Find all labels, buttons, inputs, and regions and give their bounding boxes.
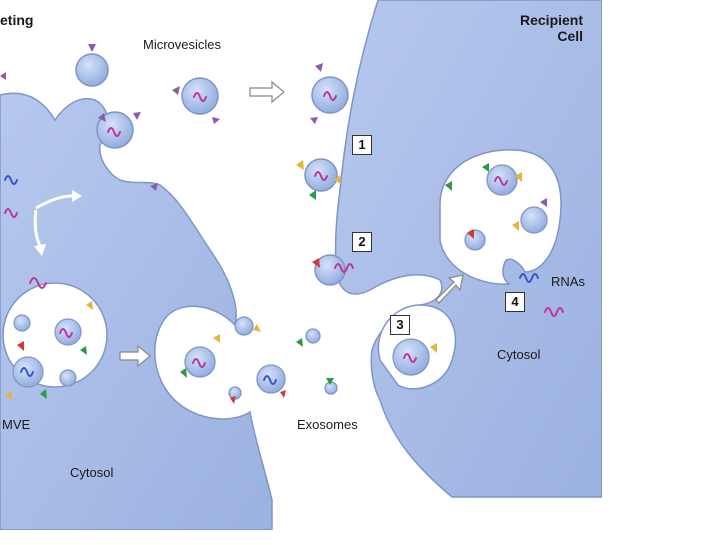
- cytosol-right-label: Cytosol: [497, 347, 541, 362]
- exosome: [234, 316, 254, 336]
- step-3-box: 3: [390, 315, 410, 335]
- cytosol-left-label: Cytosol: [70, 465, 114, 480]
- budding-microvesicle: [96, 111, 134, 149]
- secreting-cell: [0, 92, 273, 531]
- mve-vesicle: [54, 318, 82, 346]
- mve-vesicle: [13, 314, 31, 332]
- recipient-cell-label: Recipient Cell: [520, 12, 584, 44]
- exosome: [184, 346, 216, 378]
- transport-arrows: [33, 80, 464, 368]
- step-4-box: 4: [505, 292, 525, 312]
- exosome: [256, 364, 286, 394]
- step-2-box: 2: [352, 232, 372, 252]
- exosome: [324, 381, 338, 395]
- exosome: [305, 328, 321, 344]
- endosome-vesicle: [520, 206, 548, 234]
- exosomes-label: Exosomes: [297, 417, 358, 432]
- microvesicle: [75, 53, 109, 87]
- mve-label: MVE: [2, 417, 31, 432]
- rna-squiggles: [4, 91, 564, 368]
- right-margin: [602, 0, 720, 540]
- microvesicle: [314, 254, 346, 286]
- step-1-box: 1: [352, 135, 372, 155]
- endosome-vesicle: [486, 164, 518, 196]
- secreting-cell-label: eting: [0, 12, 34, 28]
- membrane-markers: [0, 44, 547, 404]
- microvesicles-label: Microvesicles: [143, 37, 222, 52]
- rnas-label: RNAs: [551, 274, 585, 289]
- recipient-endosome: [439, 149, 562, 285]
- bottom-margin: [0, 530, 720, 540]
- rna-blue-squiggles: [4, 175, 539, 385]
- mve-vesicle: [59, 369, 77, 387]
- internalized-vesicle: [392, 338, 430, 376]
